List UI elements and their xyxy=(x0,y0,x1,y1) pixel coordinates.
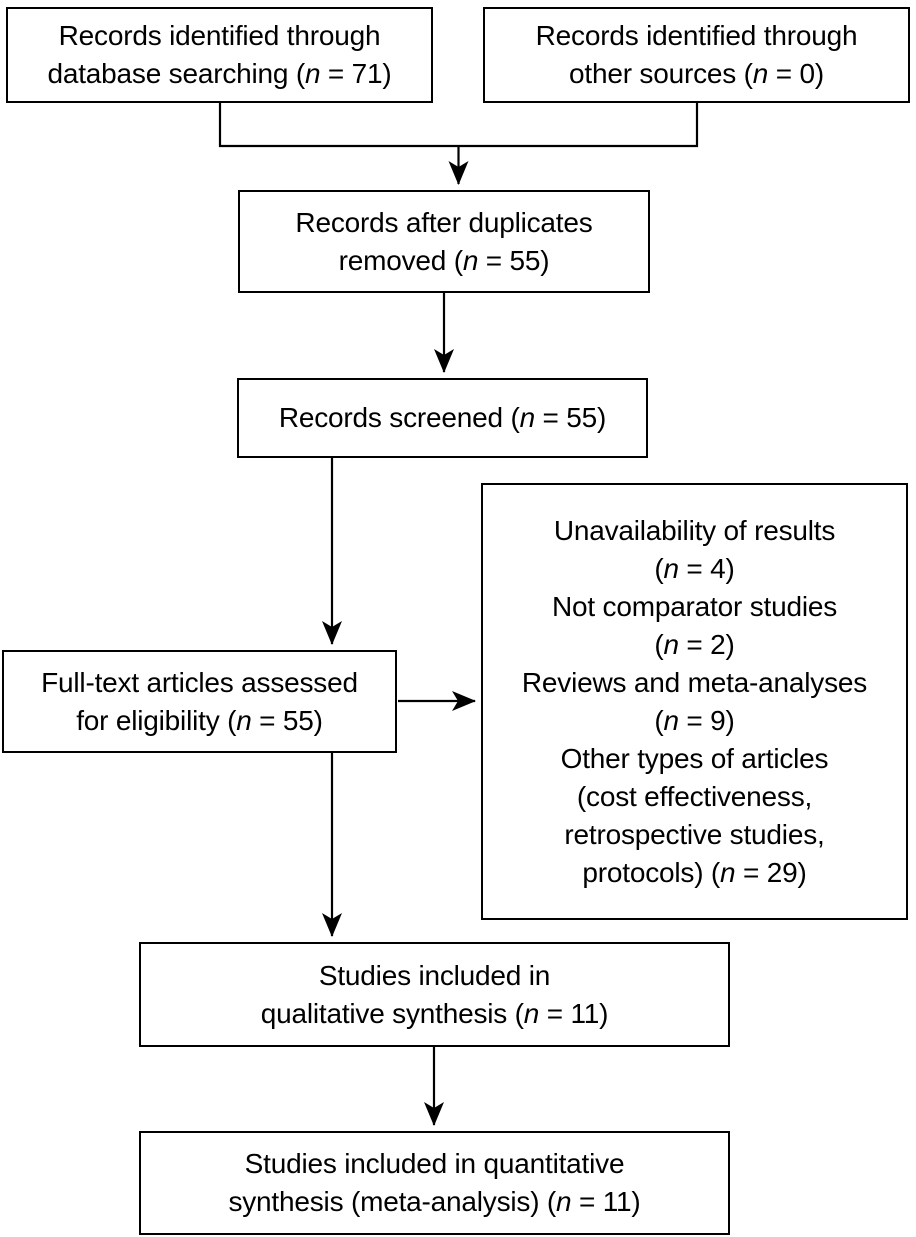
box-text-line: synthesis (meta-analysis) (n = 11) xyxy=(228,1186,641,1217)
box-text-line: removed (n = 55) xyxy=(338,244,550,276)
box-records-identified-database: Records identified through database searc… xyxy=(6,7,433,103)
box-text-line: retrospective studies, xyxy=(564,818,825,850)
box-text-line: Records identified through xyxy=(535,20,858,51)
box-text-line: Full-text articles assessed xyxy=(41,666,358,698)
box-text-line: Unavailability of results xyxy=(553,514,836,546)
box-exclusion-reasons: Unavailability of results (n = 4) Not comp… xyxy=(481,483,908,920)
box-text-line: Other types of articles xyxy=(560,742,829,774)
box-text-line: Studies included in quantitative xyxy=(244,1148,625,1179)
box-qualitative-synthesis: Studies included in qualitative synthesis… xyxy=(139,942,730,1047)
box-text-line: protocols) (n = 29) xyxy=(582,856,807,888)
box-text-line: database searching (n = 71) xyxy=(47,58,392,89)
box-text-line: Studies included in xyxy=(318,959,551,991)
box-text-line: qualitative synthesis (n = 11) xyxy=(260,997,609,1029)
box-records-after-duplicates-removed: Records after duplicates removed (n = 55) xyxy=(238,190,650,293)
box-records-identified-other-sources: Records identified through other sources … xyxy=(483,7,910,103)
connector-merge-bracket xyxy=(218,103,699,148)
box-text-line: other sources (n = 0) xyxy=(569,58,824,89)
box-text-line: (cost effectiveness, xyxy=(576,780,813,812)
box-quantitative-synthesis: Studies included in quantitative synthesi… xyxy=(139,1131,730,1235)
box-records-screened: Records screened (n = 55) xyxy=(237,378,648,458)
box-text-line: (n = 9) xyxy=(654,704,735,736)
box-text-line: Not comparator studies xyxy=(551,590,838,622)
box-text-line: Records identified through xyxy=(58,20,381,51)
box-text-line: Records after duplicates xyxy=(295,206,593,238)
box-text-line: Reviews and meta-analyses xyxy=(521,666,868,698)
box-full-text-assessed: Full-text articles assessed for eligibili… xyxy=(2,650,397,753)
box-text-line: (n = 4) xyxy=(654,552,735,584)
box-text-line: (n = 2) xyxy=(654,628,735,660)
box-text-line: for eligibility (n = 55) xyxy=(76,704,323,736)
box-text-line: Records screened (n = 55) xyxy=(278,402,607,433)
